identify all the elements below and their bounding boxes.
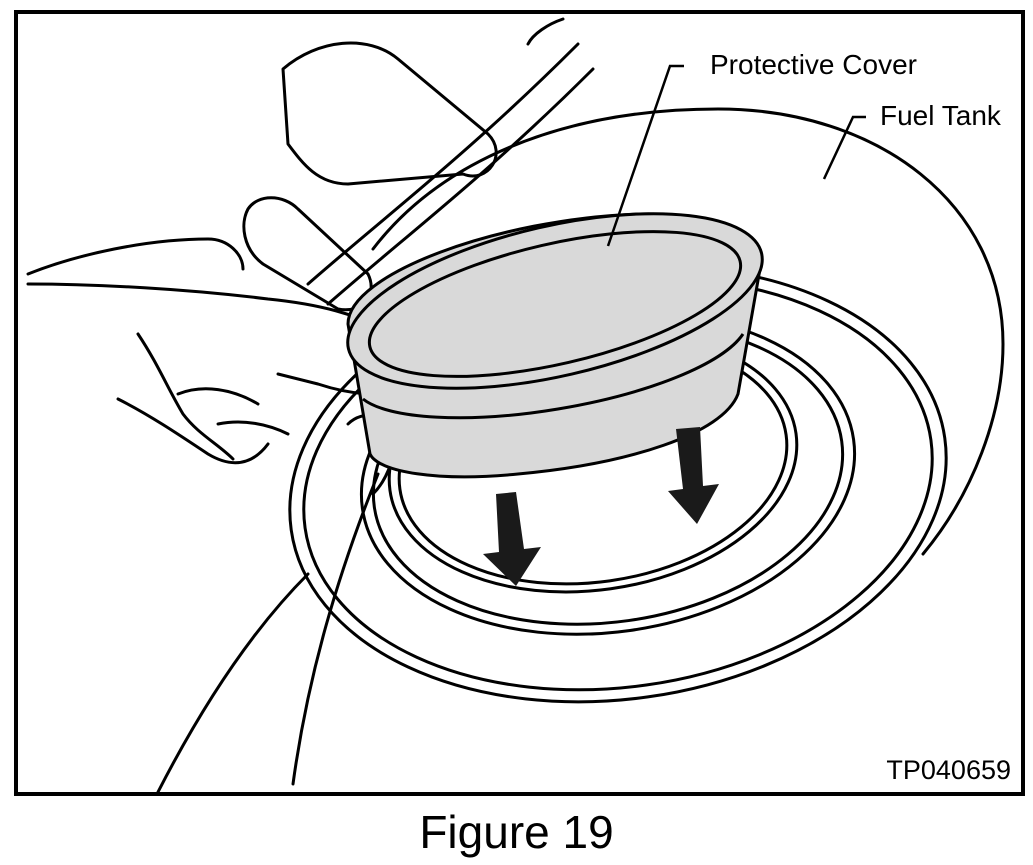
cover-lower-edge	[362, 333, 745, 420]
hand-lower-finger	[116, 397, 270, 465]
downward-arrows	[483, 427, 719, 586]
finger-upper-left	[26, 237, 245, 276]
hand-knuckles	[136, 332, 235, 461]
leader-fuel-tank	[822, 115, 866, 180]
arm-outline-lower	[156, 572, 310, 792]
arrow-down-icon	[668, 427, 719, 524]
label-fuel-tank: Fuel Tank	[880, 100, 1002, 131]
cover-rim-inner	[367, 230, 743, 378]
arrow-down-icon	[483, 492, 541, 586]
fuel-tank-cover-illustration: Protective Cover Fuel Tank TP040659	[26, 17, 1011, 792]
finger-top	[281, 41, 498, 186]
callout-leaders	[606, 64, 866, 247]
tank-edge-line-3	[526, 17, 565, 46]
arm-outline	[291, 472, 380, 786]
hand-finger-curl-2	[216, 420, 290, 436]
leader-protective-cover	[606, 64, 684, 247]
fuel-tank-outline	[371, 107, 1005, 556]
reference-code: TP040659	[886, 755, 1011, 785]
tank-edge-line-1	[306, 42, 580, 286]
tank-edge-line-2	[326, 67, 595, 306]
protective-cover	[346, 212, 764, 479]
finger-middle	[242, 196, 373, 312]
figure-frame: Protective Cover Fuel Tank TP040659	[14, 10, 1025, 796]
hand-finger-curl	[176, 387, 260, 406]
figure-caption: Figure 19	[419, 806, 614, 858]
label-protective-cover: Protective Cover	[710, 49, 917, 80]
